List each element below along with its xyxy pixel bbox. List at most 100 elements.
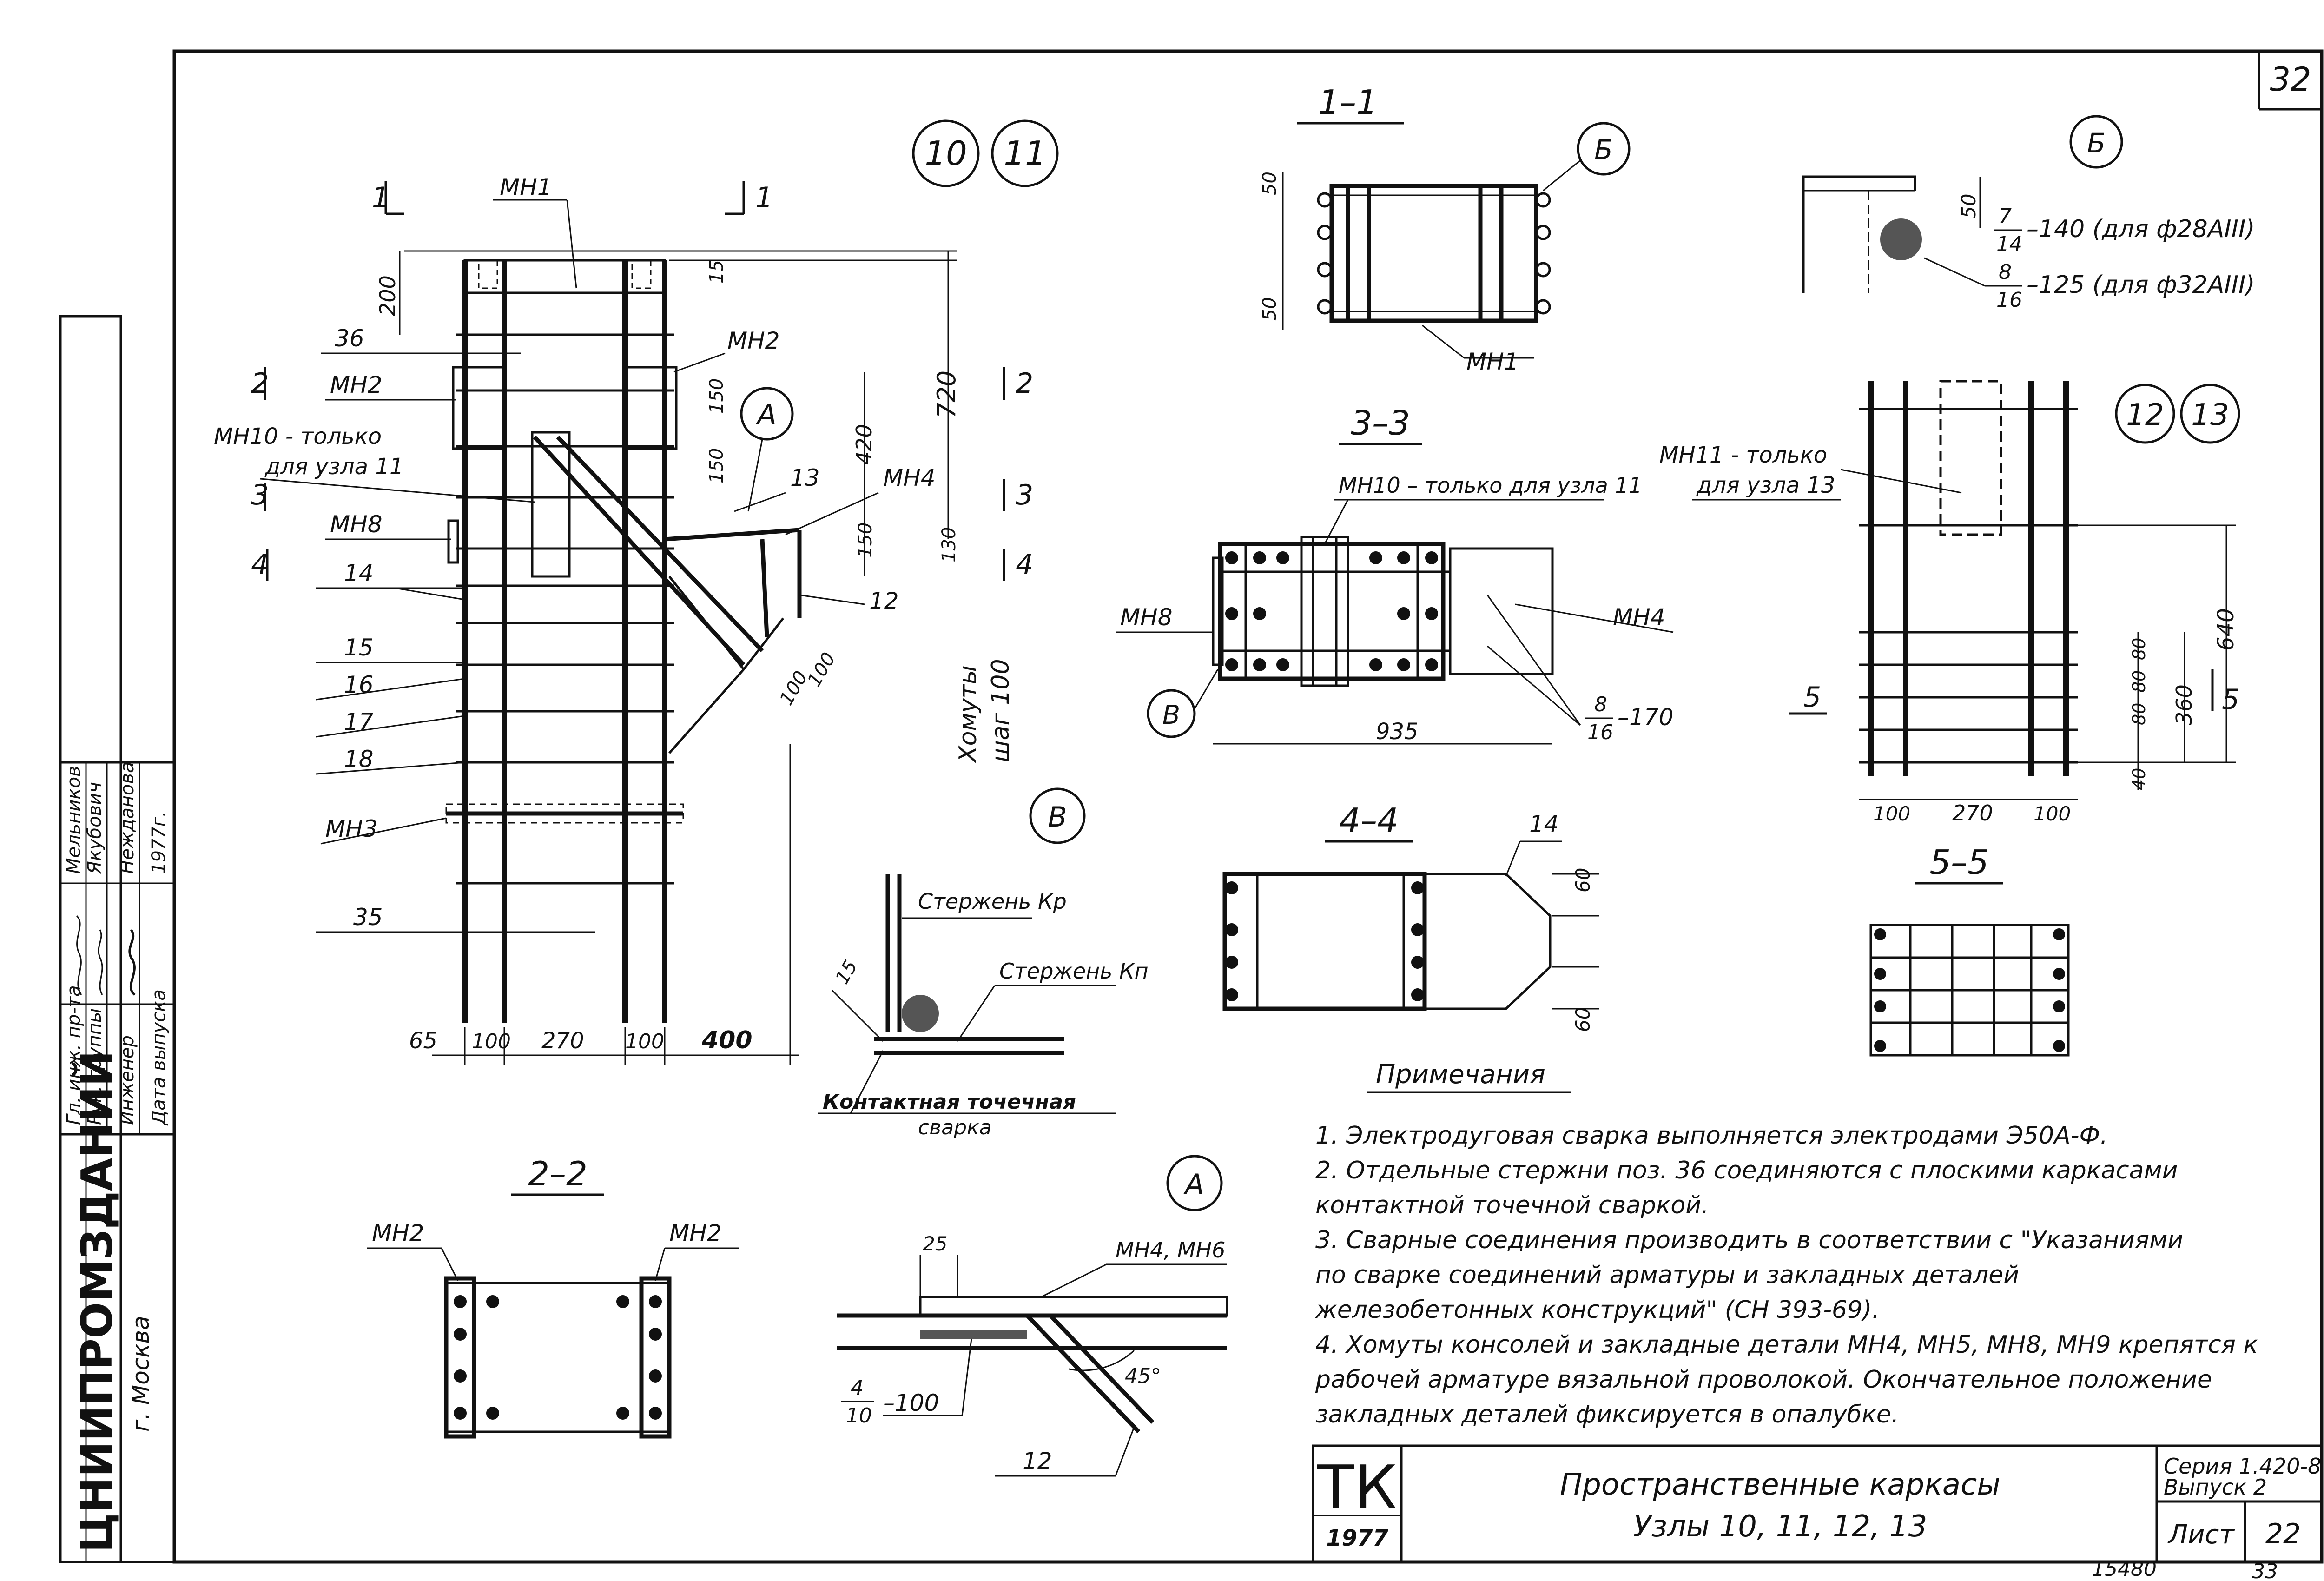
label-mh3: МН3 bbox=[325, 815, 378, 842]
dim-150-b: 150 bbox=[706, 448, 727, 483]
note-line: 3. Сварные соединения производить в соот… bbox=[1315, 1226, 2183, 1254]
detail-b: Б 50 7 14 –140 (для ф28АIII) 8 16 –125 (… bbox=[1802, 115, 2255, 312]
name-4: 1977г. bbox=[148, 811, 170, 874]
stirrups-step: шаг 100 bbox=[987, 659, 1015, 762]
detail-v-bar-kp: Стержень Кп bbox=[999, 959, 1149, 984]
detail-a-dim: 25 bbox=[923, 1232, 947, 1255]
stirrups-label: Хомуты bbox=[954, 665, 982, 764]
section-4-4-dim-a: 60 bbox=[1571, 868, 1594, 893]
label-14: 14 bbox=[344, 560, 374, 587]
label-36: 36 bbox=[335, 325, 364, 352]
node-13: 13 bbox=[2191, 398, 2229, 432]
section-4-4-title: 4–4 bbox=[1339, 801, 1399, 840]
section-1-1-dim-50-b: 50 bbox=[1259, 297, 1281, 321]
name-2: Якубович bbox=[84, 782, 106, 874]
signature-3 bbox=[128, 929, 136, 996]
section-3-3-title: 3–3 bbox=[1351, 404, 1410, 443]
tb-year: 1977 bbox=[1326, 1525, 1388, 1551]
section-3-3: 3–3 МН10 – только для узла 11 МН8 МН4 bbox=[1116, 404, 1673, 745]
tb-series: Серия 1.420-8 bbox=[2164, 1454, 2321, 1479]
dim-bottom-400: 400 bbox=[701, 1026, 753, 1054]
section-5-5-title: 5–5 bbox=[1929, 843, 1989, 882]
section-5-5: 5–5 bbox=[1869, 843, 2070, 1057]
note-line: 1. Электродуговая сварка выполняется эле… bbox=[1315, 1122, 2108, 1150]
tb-sheet-label: Лист bbox=[2167, 1520, 2235, 1550]
detail-v-weld: Контактная точечная bbox=[823, 1090, 1076, 1114]
detail-b-text-1: –140 (для ф28АIII) bbox=[2027, 215, 2255, 243]
dim-1213-270: 270 bbox=[1952, 800, 1993, 826]
name-3: Нежданова bbox=[117, 761, 138, 874]
label-15: 15 bbox=[344, 634, 374, 661]
dim-80-a: 80 bbox=[2129, 638, 2149, 660]
note-line: рабочей арматуре вязальной проволокой. О… bbox=[1315, 1366, 2212, 1394]
dim-bottom-100-b: 100 bbox=[625, 1030, 664, 1053]
city-name: г. Москва bbox=[127, 1316, 154, 1432]
section-4-4-dim-b: 60 bbox=[1571, 1007, 1594, 1032]
detail-b-den-2: 16 bbox=[1996, 288, 2022, 312]
name-1: Мельников bbox=[63, 766, 85, 874]
dim-360: 360 bbox=[2172, 684, 2197, 725]
section-2-2-left: МН2 bbox=[372, 1220, 424, 1247]
page-number: 32 bbox=[2270, 60, 2311, 99]
note-line: по сварке соединений арматуры и закладны… bbox=[1315, 1261, 2019, 1289]
role-2: Рук. группы bbox=[84, 1008, 106, 1125]
note-line: контактной точечной сваркой. bbox=[1315, 1191, 1709, 1219]
main-view: 10 11 bbox=[214, 119, 1059, 1065]
role-1: Гл. инж. пр-та bbox=[63, 985, 85, 1125]
section-4-4: 4–4 14 60 60 bbox=[1222, 801, 1599, 1032]
view-12-13: 12 13 МН11 - только для узла 13 5 5 640 … bbox=[1659, 380, 2240, 826]
label-sec5-right: 5 bbox=[2222, 683, 2239, 716]
note-line: 2. Отдельные стержни поз. 36 соединяются… bbox=[1315, 1157, 2178, 1184]
detail-v-weld-b: сварка bbox=[918, 1116, 992, 1139]
tb-subtitle: Узлы 10, 11, 12, 13 bbox=[1633, 1509, 1928, 1544]
role-3: Инженер bbox=[117, 1035, 138, 1125]
notes-title: Примечания bbox=[1376, 1059, 1545, 1090]
tb-code: ТК bbox=[1317, 1452, 1397, 1523]
detail-a-weld-text: –100 bbox=[883, 1389, 939, 1416]
section-3-3-mh10: МН10 – только для узла 11 bbox=[1339, 473, 1642, 498]
section-2-2-right: МН2 bbox=[669, 1220, 722, 1247]
label-mh10: МН10 - только bbox=[214, 423, 382, 450]
side-stamp-block: ЦНИИПРОМЗДАНИЙ г. Москва Гл. инж. пр-та … bbox=[59, 315, 176, 1563]
dim-150-a: 150 bbox=[706, 378, 727, 414]
section-2-2-title: 2–2 bbox=[528, 1154, 588, 1193]
signature-1 bbox=[76, 915, 82, 995]
stirrups bbox=[446, 333, 683, 885]
detail-a-title: А bbox=[1183, 1168, 1204, 1201]
section-marks: 1 1 2 2 3 3 4 4 bbox=[251, 181, 1033, 581]
detail-b-den-1: 14 bbox=[1996, 232, 2022, 256]
label-mh4: МН4 bbox=[883, 464, 936, 491]
label-mh11-b: для узла 13 bbox=[1696, 472, 1835, 498]
section-3-3-weld-den: 16 bbox=[1587, 721, 1613, 744]
dim-1213-100-b: 100 bbox=[2034, 802, 2071, 825]
label-mh10-b: для узла 11 bbox=[264, 454, 403, 480]
section-mark: 4 bbox=[251, 549, 269, 581]
tb-issue: Выпуск 2 bbox=[2164, 1475, 2267, 1500]
section-3-3-weld-num: 8 bbox=[1594, 693, 1607, 716]
section-1-1-label: МН1 bbox=[1466, 348, 1519, 375]
dim-bottom-270: 270 bbox=[541, 1028, 584, 1054]
dim-bottom-100-a: 100 bbox=[472, 1030, 511, 1053]
note-line: железобетонных конструкций" (СН 393-69). bbox=[1315, 1296, 1880, 1324]
dim-150-c: 150 bbox=[855, 523, 876, 558]
dim-420: 420 bbox=[852, 424, 877, 465]
detail-a-weld-num: 4 bbox=[851, 1376, 864, 1400]
label-mh1: МН1 bbox=[500, 174, 552, 201]
label-18: 18 bbox=[344, 746, 374, 773]
dim-640: 640 bbox=[2213, 608, 2239, 651]
notes: Примечания 1. Электродуговая сварка выпо… bbox=[1315, 1059, 2258, 1429]
section-4-4-label: 14 bbox=[1529, 811, 1559, 838]
detail-v-bar-kr: Стержень Кр bbox=[918, 889, 1067, 914]
section-2-2: 2–2 МН2 МН2 bbox=[367, 1154, 739, 1439]
dim-720: 720 bbox=[932, 370, 961, 418]
node-12: 12 bbox=[2126, 398, 2164, 432]
stamp-number-right: 33 bbox=[2252, 1560, 2278, 1581]
detail-b-title: Б bbox=[2087, 127, 2106, 159]
label-mh8: МН8 bbox=[330, 511, 383, 538]
detail-v-dim: 15 bbox=[832, 957, 862, 988]
label-mh2-left: МН2 bbox=[330, 371, 383, 398]
detail-v-title: В bbox=[1048, 801, 1067, 833]
dim-80-c: 80 bbox=[2129, 703, 2149, 725]
detail-a-weld-den: 10 bbox=[846, 1404, 872, 1428]
